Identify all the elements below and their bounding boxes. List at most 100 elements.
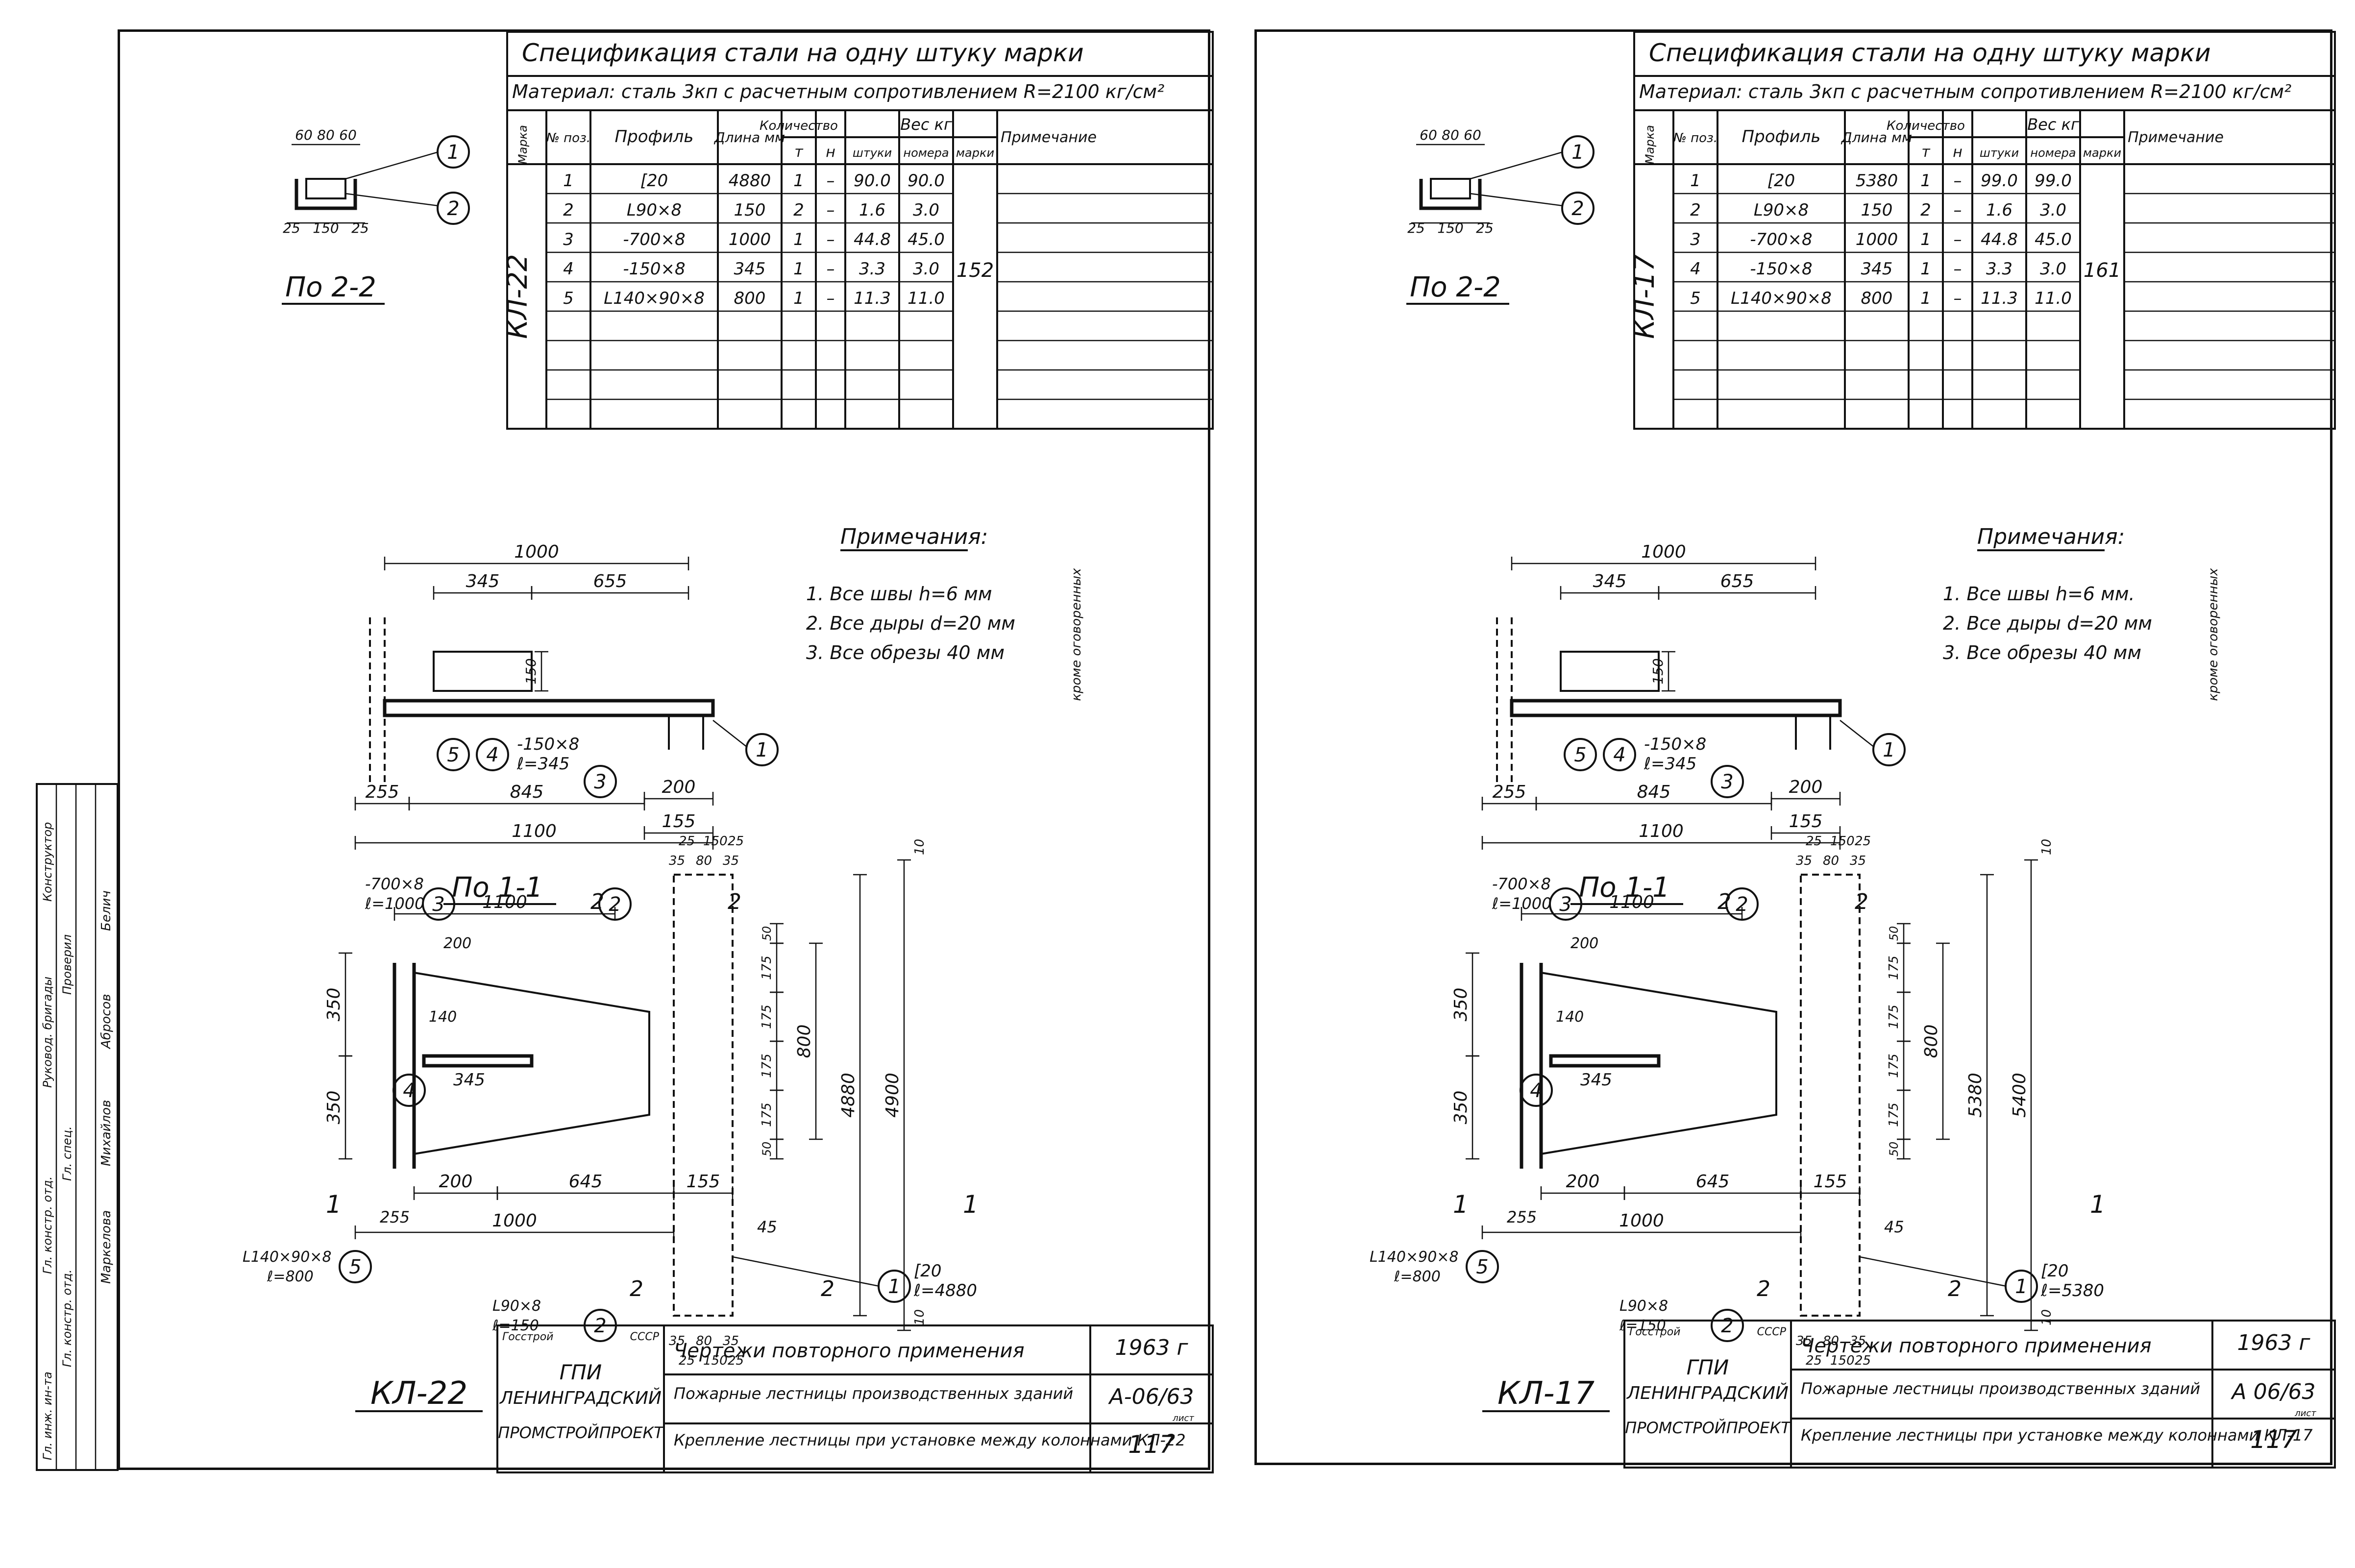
- column-header: Длина мм: [713, 129, 785, 146]
- column-header: марки: [956, 146, 994, 160]
- position-callout-circle: [584, 765, 617, 798]
- spec-mark: КЛ-17: [1629, 254, 1661, 339]
- spec-cell-weight-poz: 99.0: [2035, 171, 2072, 191]
- dimension-label: ℓ=800: [267, 1268, 314, 1285]
- spec-cell-dlina: 800: [1861, 289, 1893, 308]
- plate-4-plan: [422, 1054, 534, 1068]
- note-side-text: кроме оговоренных: [2206, 568, 2221, 701]
- dimension-label: 35: [723, 854, 739, 868]
- dimension-label: 200: [1789, 777, 1823, 797]
- dimension-label: -150×8: [1644, 735, 1706, 754]
- dimension-label: 80: [1823, 854, 1839, 868]
- spec-title: Спецификация стали на одну штуку марки: [522, 39, 1084, 67]
- section-label: По 2-2: [285, 271, 376, 303]
- dimension-label: 50: [1887, 926, 1901, 941]
- cut-label: 2: [630, 1276, 643, 1301]
- stamp-text: СССР: [1757, 1326, 1787, 1338]
- note-item: 3. Все обрезы 40 мм: [1943, 642, 2141, 663]
- spec-cell-weight-each: 1.6: [859, 200, 885, 220]
- dimension-label: 150: [1830, 834, 1855, 849]
- column-header: Длина мм: [1840, 129, 1913, 146]
- dimension-label: 1000: [1641, 542, 1686, 562]
- spec-title: Спецификация стали на одну штуку марки: [1649, 39, 2211, 67]
- spec-cell-weight-each: 11.3: [854, 289, 891, 308]
- section-label: По 1-1: [452, 872, 543, 904]
- dimension-label: 25: [679, 834, 695, 849]
- spec-cell-t: 1: [793, 259, 804, 279]
- dimension-label: 140: [1556, 1008, 1584, 1026]
- dimension-label: 10: [912, 1309, 927, 1325]
- dimension-label: 80: [1442, 127, 1459, 143]
- cut-label: 2: [821, 1276, 834, 1301]
- spec-cell-profil: -700×8: [1750, 230, 1812, 249]
- spec-cell-dlina: 150: [1861, 200, 1893, 220]
- column-header: № поз.: [545, 131, 590, 146]
- spec-cell-dlina: 345: [1861, 259, 1893, 279]
- dimension-label: 140: [429, 1008, 457, 1026]
- dimension-label: 350: [1451, 988, 1471, 1022]
- section-label: По 2-2: [1410, 271, 1501, 303]
- spec-cell-profil: L90×8: [627, 200, 682, 220]
- dimension-label: 255: [366, 782, 399, 802]
- spec-cell-t: 2: [793, 200, 804, 220]
- position-callout-circle: [1711, 1309, 1744, 1342]
- dimension-label: 50: [1887, 1142, 1901, 1157]
- stamp-text: Крепление лестницы при установке между к…: [674, 1431, 1186, 1449]
- spec-cell-t: 1: [793, 171, 804, 191]
- dimension-label: 80: [696, 1334, 712, 1348]
- position-callout-circle: [476, 738, 509, 771]
- dimension-label: 80: [317, 127, 335, 143]
- title-block-frame: [496, 1324, 1214, 1473]
- cut-label: 2: [1757, 1276, 1770, 1301]
- stamp-text: лист: [1172, 1413, 1194, 1423]
- column-header: Количество: [760, 119, 838, 133]
- spec-cell-profil: L140×90×8: [1731, 289, 1832, 308]
- spec-mark: КЛ-22: [502, 254, 534, 339]
- column-header: Марка: [1643, 125, 1657, 164]
- spec-cell-poz: 4: [563, 259, 574, 279]
- spec-cell-n: –: [827, 259, 835, 279]
- dimension-label: 1100: [482, 892, 527, 912]
- spec-cell-profil: -150×8: [1750, 259, 1812, 279]
- leader-line: [1470, 193, 1564, 207]
- spec-cell-weight-each: 44.8: [854, 230, 891, 249]
- dimension-label: 175: [1887, 1102, 1901, 1127]
- stamp-sheet: 117: [2250, 1425, 2297, 1454]
- dimension-label: 345: [453, 1070, 485, 1090]
- plate-3-plan: [1540, 971, 1777, 1155]
- dimension-label: 35: [1850, 854, 1866, 868]
- spec-cell-poz: 3: [1690, 230, 1701, 249]
- leader-line: [1840, 720, 1875, 748]
- stamp-text: Пожарные лестницы производственных здани…: [674, 1384, 1073, 1403]
- spec-cell-t: 1: [1920, 289, 1931, 308]
- note-item: 1. Все швы h=6 мм.: [1943, 583, 2135, 605]
- title-block-frame: [1623, 1320, 2336, 1469]
- position-callout-number: 2: [1736, 893, 1748, 916]
- spec-cell-weight-each: 11.3: [1981, 289, 2018, 308]
- spec-cell-weight-each: 44.8: [1981, 230, 2018, 249]
- plate-3-section: [1510, 699, 1842, 717]
- spec-cell-profil: L90×8: [1754, 200, 1809, 220]
- dimension-label: 200: [443, 935, 471, 952]
- position-callout-number: 4: [403, 1079, 415, 1102]
- note-item: 2. Все дыры d=20 мм: [806, 612, 1015, 634]
- position-callout-circle: [1561, 135, 1595, 169]
- dimension-label: 150: [523, 658, 539, 684]
- dimension-label: 25: [1806, 834, 1822, 849]
- dimension-label: ℓ=1000: [1492, 894, 1551, 913]
- dimension-label: -700×8: [1492, 875, 1551, 893]
- dimension-label: 175: [1887, 1004, 1901, 1029]
- angle-section: [294, 179, 357, 210]
- column-header: штуки: [1980, 146, 2019, 160]
- dimension-label: 155: [687, 1172, 720, 1192]
- channel-1-plan: [1800, 874, 1861, 1317]
- stamp-text: Госстрой: [1629, 1326, 1680, 1338]
- stamp-sheet: 117: [1128, 1430, 1175, 1459]
- spec-cell-dlina: 1000: [729, 230, 771, 249]
- dimension-label: ℓ=345: [1644, 754, 1696, 774]
- dimension-label: 25: [1806, 1353, 1822, 1368]
- dimension-label: 10: [912, 839, 927, 855]
- dimension-label: ℓ=5380: [2040, 1281, 2104, 1300]
- dimension-label: 1000: [1619, 1211, 1664, 1231]
